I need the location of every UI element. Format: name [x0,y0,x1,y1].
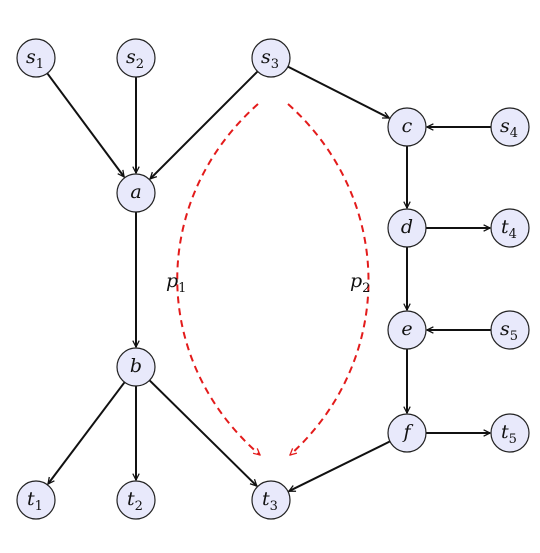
node-circle [16,38,56,78]
node-circle [16,480,56,520]
node-label-t2: t2 [127,488,143,514]
node-label-s5: s5 [500,318,518,344]
edge-s1-to-a [46,72,124,177]
node-label-d: d [401,216,413,238]
node-circle [387,107,427,147]
edge-b-to-t1 [48,381,126,484]
node-label-s3: s3 [261,46,279,72]
path-label-p1: p1 [166,270,186,296]
path-label-p2: p2 [350,270,370,296]
node-circle [116,38,156,78]
path-p1-curve [176,103,260,455]
edge-s3-to-a [150,70,259,178]
dashed-paths-layer: p1 p2 [166,103,370,455]
edge-s3-to-c [287,65,389,119]
edges-layer [46,65,491,493]
node-t4: t4 [490,208,530,248]
node-e: e [387,310,427,350]
node-s3: s3 [251,38,291,78]
node-label-a: a [130,181,141,203]
node-label-t3: t3 [262,488,278,514]
node-label-t5: t5 [501,421,517,447]
node-a: a [116,173,156,213]
node-circle [490,413,530,453]
node-circle [116,480,156,520]
node-f: f [387,413,427,453]
node-b: b [116,347,156,387]
node-circle [116,173,156,213]
path-p2-curve [287,103,370,455]
node-label-b: b [130,355,142,377]
node-s2: s2 [116,38,156,78]
node-circle [490,208,530,248]
node-circle [251,38,291,78]
node-label-f: f [401,421,413,443]
node-circle [490,107,530,147]
node-circle [387,413,427,453]
node-d: d [387,208,427,248]
node-t2: t2 [116,480,156,520]
node-label-c: c [402,115,413,137]
node-s1: s1 [16,38,56,78]
node-label-t1: t1 [27,488,43,514]
node-c: c [387,107,427,147]
node-circle [387,208,427,248]
node-label-s1: s1 [26,46,44,72]
nodes-layer: s1 s2 s3 s4 s5 a b c d e f t1 t2 t3 t4 t5 [16,38,530,520]
node-t1: t1 [16,480,56,520]
node-circle [490,310,530,350]
node-circle [387,310,427,350]
node-s5: s5 [490,310,530,350]
node-label-s4: s4 [500,115,518,141]
node-label-e: e [401,318,412,340]
node-label-t4: t4 [501,216,517,242]
node-circle [251,480,291,520]
node-s4: s4 [490,107,530,147]
node-circle [116,347,156,387]
node-t5: t5 [490,413,530,453]
edge-b-to-t3 [148,379,257,486]
node-label-s2: s2 [126,46,144,72]
node-t3: t3 [251,480,291,520]
edge-f-to-t3 [289,440,391,493]
